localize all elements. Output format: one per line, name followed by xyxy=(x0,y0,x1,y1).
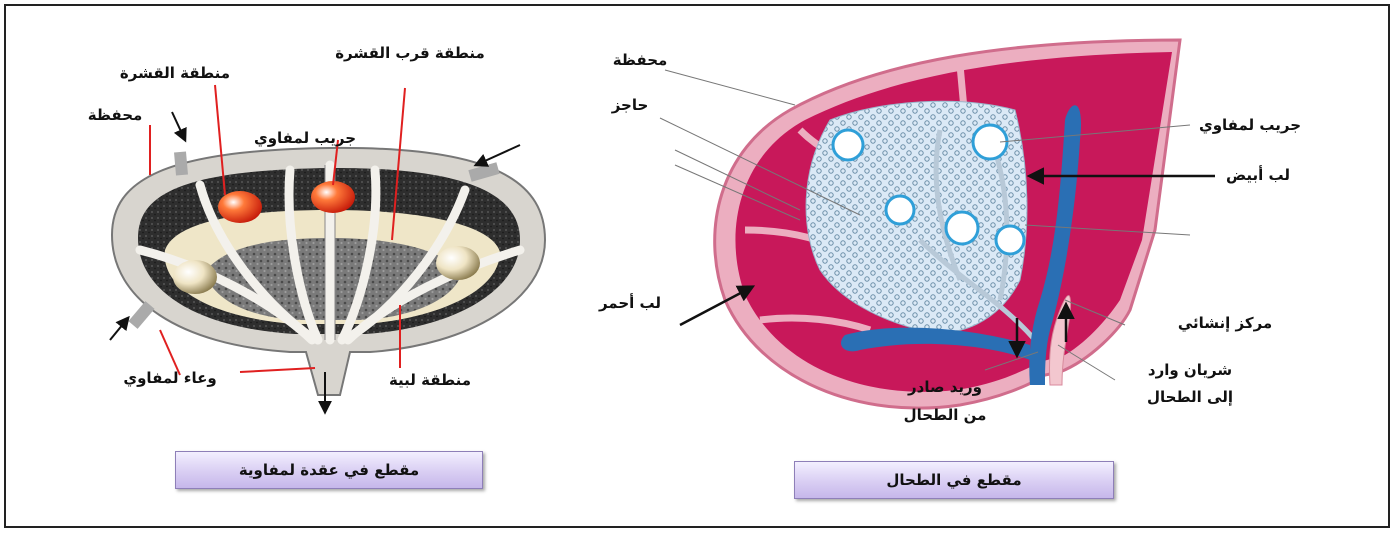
spleen-follicle-3 xyxy=(886,196,914,224)
label-spleen-capsule: محفظة xyxy=(613,51,668,69)
label-spleen-vein-2: من الطحال xyxy=(904,406,987,424)
node-follicle-2 xyxy=(311,181,355,213)
caption-spleen: مقطع في الطحال xyxy=(794,461,1114,499)
spleen-follicle-1 xyxy=(833,130,863,160)
label-node-paracortex: منطقة قرب القشرة xyxy=(335,44,485,62)
label-node-vessel: وعاء لمفاوي xyxy=(123,369,216,388)
label-node-medulla: منطقة لبية xyxy=(389,371,471,389)
label-spleen-red-pulp: لب أحمر xyxy=(598,293,661,312)
node-follicle-4 xyxy=(436,246,480,280)
spleen-follicle-5 xyxy=(996,226,1024,254)
label-spleen-germinal-center: مركز إنشائي xyxy=(1178,314,1272,332)
label-spleen-artery-2: إلى الطحال xyxy=(1147,388,1233,406)
label-node-capsule: محفظة xyxy=(88,106,143,124)
node-afferent-vessel-left xyxy=(180,152,182,175)
spleen-follicle-4 xyxy=(946,212,978,244)
label-spleen-artery-1: شريان وارد xyxy=(1148,361,1232,379)
node-follicle-1 xyxy=(218,191,262,223)
caption-lymph-node: مقطع في عقدة لمفاوية xyxy=(175,451,483,489)
label-spleen-septum: حاجز xyxy=(611,96,649,114)
spleen-diagram: محفظة حاجز جريب لمفاوي لب أبيض لب أحمر م… xyxy=(598,40,1301,424)
label-spleen-white-pulp: لب أبيض xyxy=(1226,165,1290,184)
node-afferent-vessel-right xyxy=(470,168,498,176)
label-node-follicle: جريب لمفاوي xyxy=(254,129,356,148)
lymph-node-diagram: منطقة القشرة منطقة قرب القشرة محفظة جريب… xyxy=(88,44,545,412)
label-node-cortex: منطقة القشرة xyxy=(120,64,230,82)
node-afferent-vessel-bottom xyxy=(133,305,150,325)
label-spleen-vein-1: وريد صادر xyxy=(907,378,982,396)
node-follicle-3 xyxy=(173,260,217,294)
label-spleen-follicle: جريب لمفاوي xyxy=(1199,116,1301,135)
